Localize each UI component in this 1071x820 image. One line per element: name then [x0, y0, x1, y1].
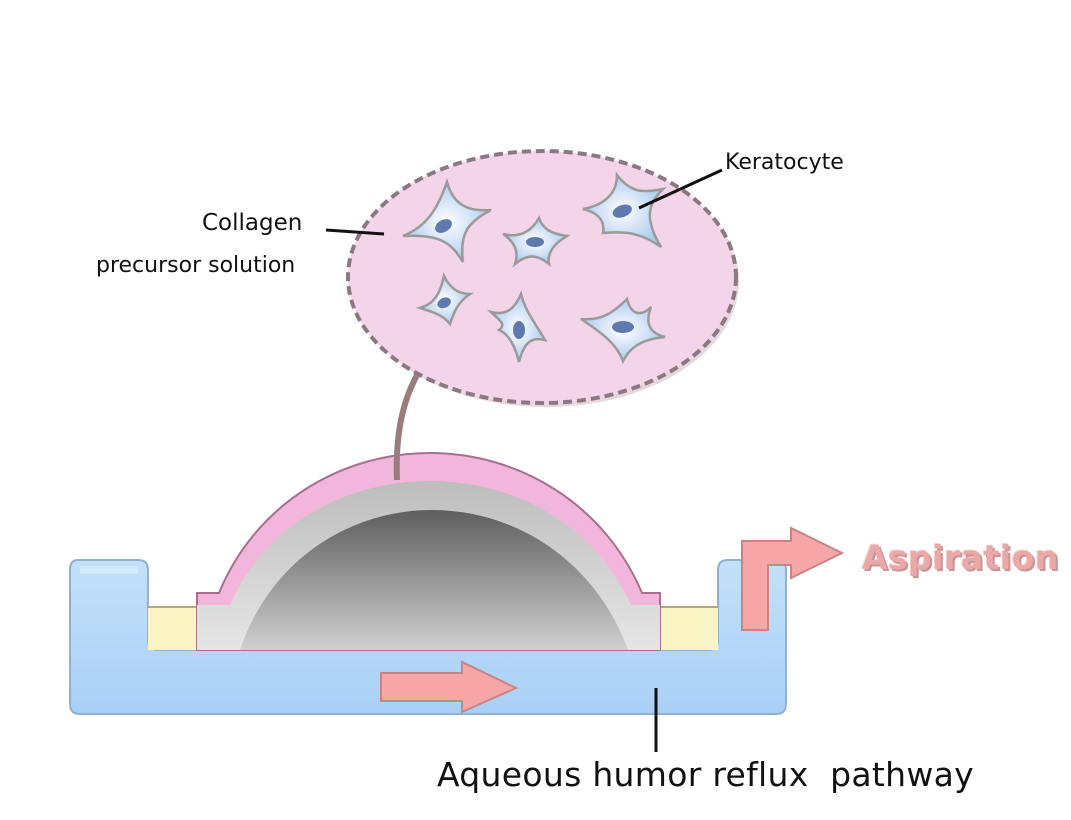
collagen-label-line1: Collagen — [202, 210, 303, 236]
cornea-core — [240, 510, 628, 650]
aqueous-pathway-label: Aqueous humor reflux pathway — [437, 755, 974, 794]
keratocyte-leader-line — [638, 168, 723, 210]
aspiration-label: Aspiration — [862, 538, 1059, 577]
collagen-leader-line — [325, 228, 385, 236]
reflux-flow-arrow — [380, 660, 519, 714]
keratocyte-cell — [502, 214, 571, 268]
cornea-group — [196, 451, 661, 651]
keratocyte-cell — [402, 177, 492, 263]
keratocyte-cell — [580, 296, 666, 365]
keratocyte-cell — [486, 290, 548, 363]
aspiration-arrow — [741, 526, 845, 631]
channel-group — [69, 559, 787, 715]
keratocyte-cell — [415, 272, 475, 327]
keratocyte-cells — [402, 171, 667, 365]
keratocyte-cell — [582, 171, 667, 249]
channel-highlight — [80, 566, 138, 574]
gel-right — [660, 607, 718, 650]
keratocyte-label: Keratocyte — [725, 150, 844, 175]
collagen-label-line2: precursor solution — [96, 253, 296, 278]
gel-left — [148, 607, 198, 650]
